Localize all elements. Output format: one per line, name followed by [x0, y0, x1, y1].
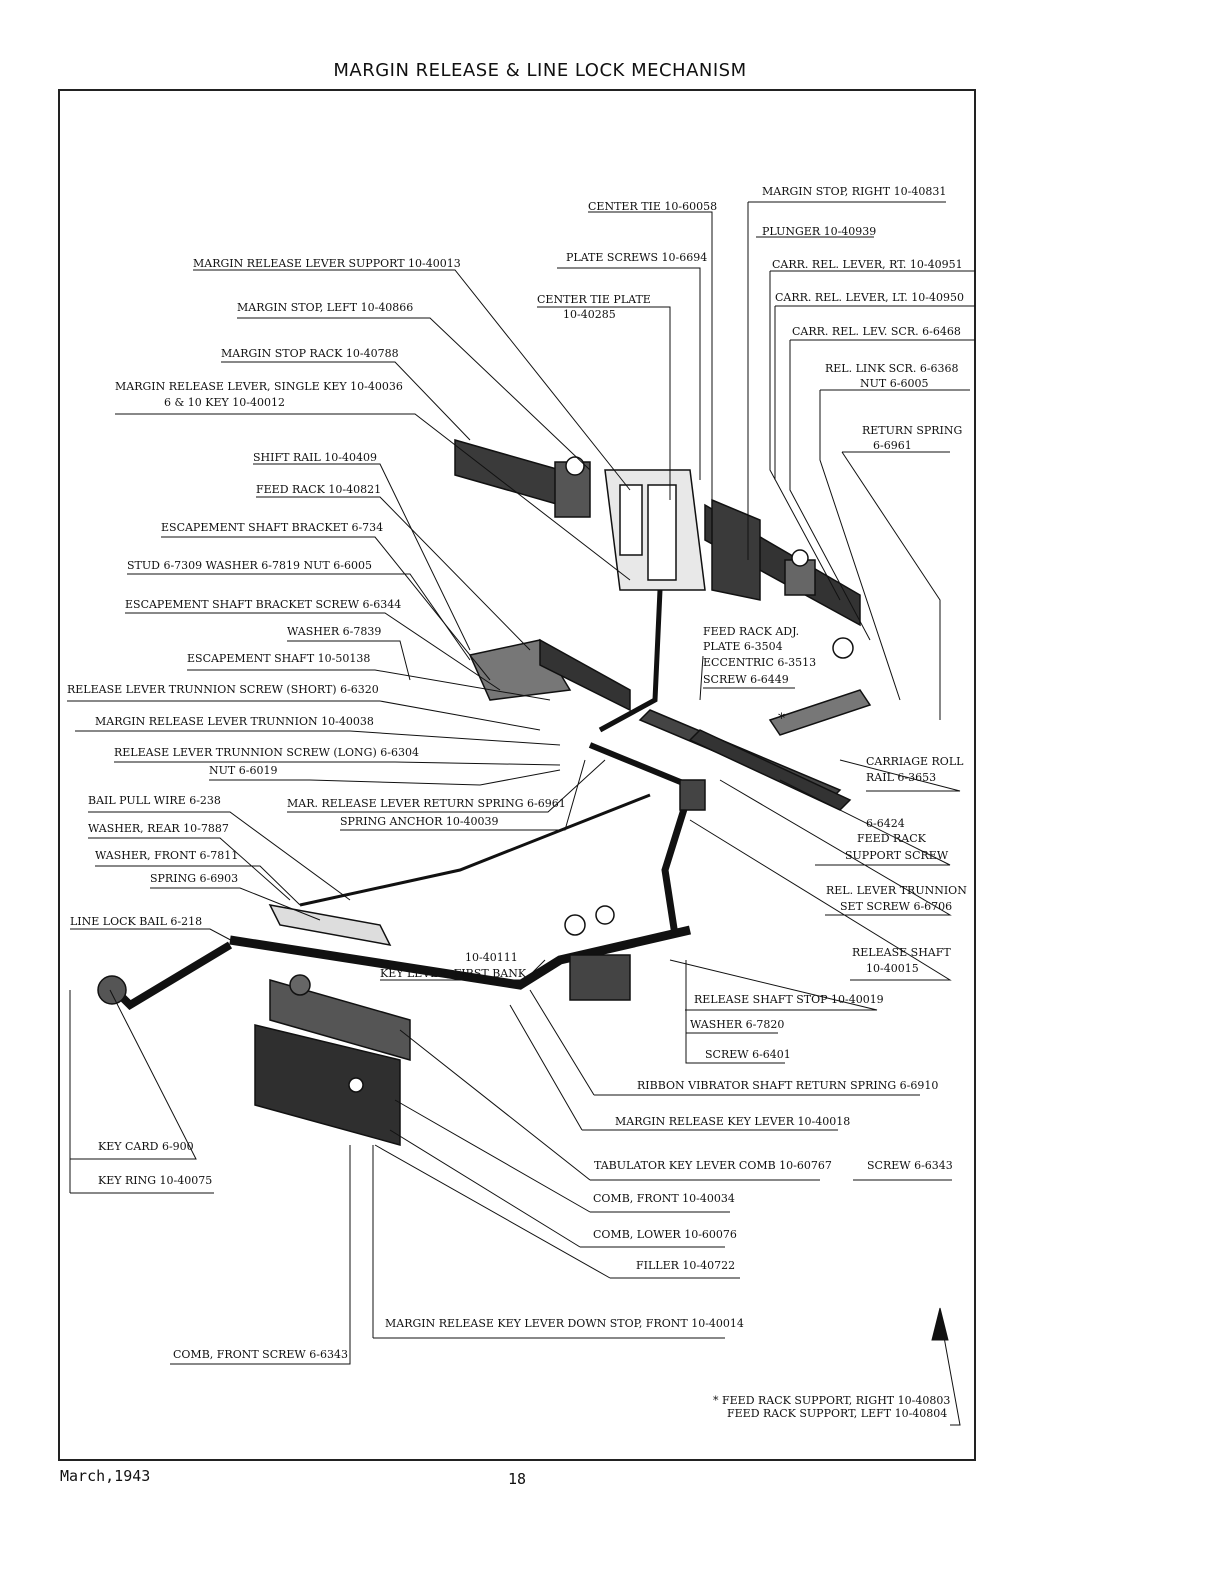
label-rel-lever-trunnion-set-screw-b: SET SCREW 6-6706	[840, 900, 953, 913]
label-margin-release-key-lever-down-stop: MARGIN RELEASE KEY LEVER DOWN STOP, FRON…	[385, 1317, 744, 1330]
label-comb-lower: COMB, LOWER 10-60076	[593, 1228, 737, 1241]
label-carriage-roll-rail-num: RAIL 6-3653	[866, 771, 937, 784]
label-center-tie: CENTER TIE 10-60058	[588, 200, 718, 213]
label-screw-6-6343: SCREW 6-6343	[867, 1159, 953, 1172]
label-stud-washer-nut: STUD 6-7309 WASHER 6-7819 NUT 6-6005	[127, 559, 372, 572]
label-feed-rack-adj-plate: PLATE 6-3504	[703, 640, 783, 653]
key-ring-part	[97, 975, 127, 1005]
label-margin-release-lever-trunnion: MARGIN RELEASE LEVER TRUNNION 10-40038	[95, 715, 374, 728]
label-carr-rel-lever-lt: CARR. REL. LEVER, LT. 10-40950	[775, 291, 964, 304]
label-release-lever-trunnion-long: RELEASE LEVER TRUNNION SCREW (LONG) 6-63…	[114, 746, 419, 759]
label-feed-rack-support-screw-a: FEED RACK	[857, 832, 926, 845]
label-eccentric: ECCENTRIC 6-3513	[703, 656, 817, 669]
diagram-frame	[58, 89, 976, 1461]
label-line-lock-bail: LINE LOCK BAIL 6-218	[70, 915, 203, 928]
comb-front-part	[254, 1024, 401, 1146]
center-rod-part	[598, 589, 663, 733]
label-release-shaft: RELEASE SHAFT	[852, 946, 951, 959]
label-release-lever-trunnion-short: RELEASE LEVER TRUNNION SCREW (SHORT) 6-6…	[67, 683, 379, 696]
label-comb-front: COMB, FRONT 10-40034	[593, 1192, 735, 1205]
label-key-ring: KEY RING 10-40075	[98, 1174, 213, 1187]
label-release-shaft-num: 10-40015	[866, 962, 919, 975]
label-release-shaft-stop: RELEASE SHAFT STOP 10-40019	[694, 993, 884, 1006]
label-feed-rack-adj: FEED RACK ADJ.	[703, 625, 800, 638]
label-escapement-shaft-bracket: ESCAPEMENT SHAFT BRACKET 6-734	[161, 521, 384, 534]
label-margin-stop-rack: MARGIN STOP RACK 10-40788	[221, 347, 399, 360]
label-margin-release-lever-6-10: 6 & 10 KEY 10-40012	[164, 396, 285, 409]
label-margin-release-lever-support: MARGIN RELEASE LEVER SUPPORT 10-40013	[193, 257, 461, 270]
label-feed-rack: FEED RACK 10-40821	[256, 483, 382, 496]
margin-stop-rack-part	[454, 439, 561, 506]
label-key-lever-num: 10-40111	[465, 951, 518, 964]
label-nut-6-6005-a: NUT 6-6005	[860, 377, 929, 390]
label-screw-6-6449: SCREW 6-6449	[703, 673, 789, 686]
label-ribbon-vibrator-shaft-return-spring: RIBBON VIBRATOR SHAFT RETURN SPRING 6-69…	[637, 1079, 939, 1092]
release-shaft-stop-part	[569, 954, 631, 1001]
bail-pull-wire-part	[299, 793, 651, 907]
label-return-spring: RETURN SPRING	[862, 424, 963, 437]
label-washer-front: WASHER, FRONT 6-7811	[95, 849, 239, 862]
label-washer-6-7820: WASHER 6-7820	[690, 1018, 785, 1031]
label-escapement-shaft-bracket-screw: ESCAPEMENT SHAFT BRACKET SCREW 6-6344	[125, 598, 402, 611]
label-escapement-shaft: ESCAPEMENT SHAFT 10-50138	[187, 652, 371, 665]
label-feed-rack-support-screw-num: 6-6424	[866, 817, 905, 830]
label-center-tie-plate-num: 10-40285	[563, 308, 616, 321]
label-feed-rack-support-screw-b: SUPPORT SCREW	[845, 849, 949, 862]
label-washer-6-7839: WASHER 6-7839	[287, 625, 382, 638]
label-bail-pull-wire: BAIL PULL WIRE 6-238	[88, 794, 221, 807]
key-lever-comb-part	[269, 979, 411, 1061]
label-carriage-roll-rail: CARRIAGE ROLL	[866, 755, 964, 768]
label-feed-rack-support-right: * FEED RACK SUPPORT, RIGHT 10-40803	[713, 1394, 951, 1407]
label-rel-lever-trunnion-set-screw-a: REL. LEVER TRUNNION	[826, 884, 967, 897]
label-key-card: KEY CARD 6-900	[98, 1140, 194, 1153]
page-number: 18	[508, 1470, 527, 1488]
label-screw-6-6401: SCREW 6-6401	[705, 1048, 791, 1061]
label-margin-stop-left: MARGIN STOP, LEFT 10-40866	[237, 301, 414, 314]
label-shift-rail: SHIFT RAIL 10-40409	[253, 451, 378, 464]
label-margin-stop-right: MARGIN STOP, RIGHT 10-40831	[762, 185, 947, 198]
label-key-lever-first-bank: KEY LEVER, FIRST BANK	[380, 967, 527, 980]
label-filler: FILLER 10-40722	[636, 1259, 736, 1272]
label-tabulator-key-lever-comb: TABULATOR KEY LEVER COMB 10-60767	[594, 1159, 832, 1172]
label-plate-screws: PLATE SCREWS 10-6694	[566, 251, 708, 264]
line-lock-bail-part	[268, 903, 392, 947]
label-washer-rear: WASHER, REAR 10-7887	[88, 822, 229, 835]
label-return-spring-num: 6-6961	[873, 439, 912, 452]
label-comb-front-screw: COMB, FRONT SCREW 6-6343	[173, 1348, 348, 1361]
label-carr-rel-lever-rt: CARR. REL. LEVER, RT. 10-40951	[772, 258, 963, 271]
label-center-tie-plate: CENTER TIE PLATE	[537, 293, 651, 306]
label-carr-rel-lev-scr: CARR. REL. LEV. SCR. 6-6468	[792, 325, 961, 338]
label-asterisk-mark: *	[778, 711, 785, 727]
label-spring-anchor: SPRING ANCHOR 10-40039	[340, 815, 499, 828]
label-plunger: PLUNGER 10-40939	[762, 225, 877, 238]
label-rel-link-scr: REL. LINK SCR. 6-6368	[825, 362, 959, 375]
label-spring-6-6903: SPRING 6-6903	[150, 872, 239, 885]
page-title: MARGIN RELEASE & LINE LOCK MECHANISM	[333, 60, 747, 81]
label-mar-release-lever-return-spring: MAR. RELEASE LEVER RETURN SPRING 6-6961	[287, 797, 566, 810]
footer-date: March,1943	[60, 1467, 151, 1485]
label-feed-rack-support-left: FEED RACK SUPPORT, LEFT 10-40804	[727, 1407, 948, 1420]
label-margin-release-key-lever: MARGIN RELEASE KEY LEVER 10-40018	[615, 1115, 851, 1128]
label-nut-6-6019: NUT 6-6019	[209, 764, 278, 777]
carriage-roll-rail-part	[768, 689, 872, 736]
label-margin-release-lever-single: MARGIN RELEASE LEVER, SINGLE KEY 10-4003…	[115, 380, 403, 393]
